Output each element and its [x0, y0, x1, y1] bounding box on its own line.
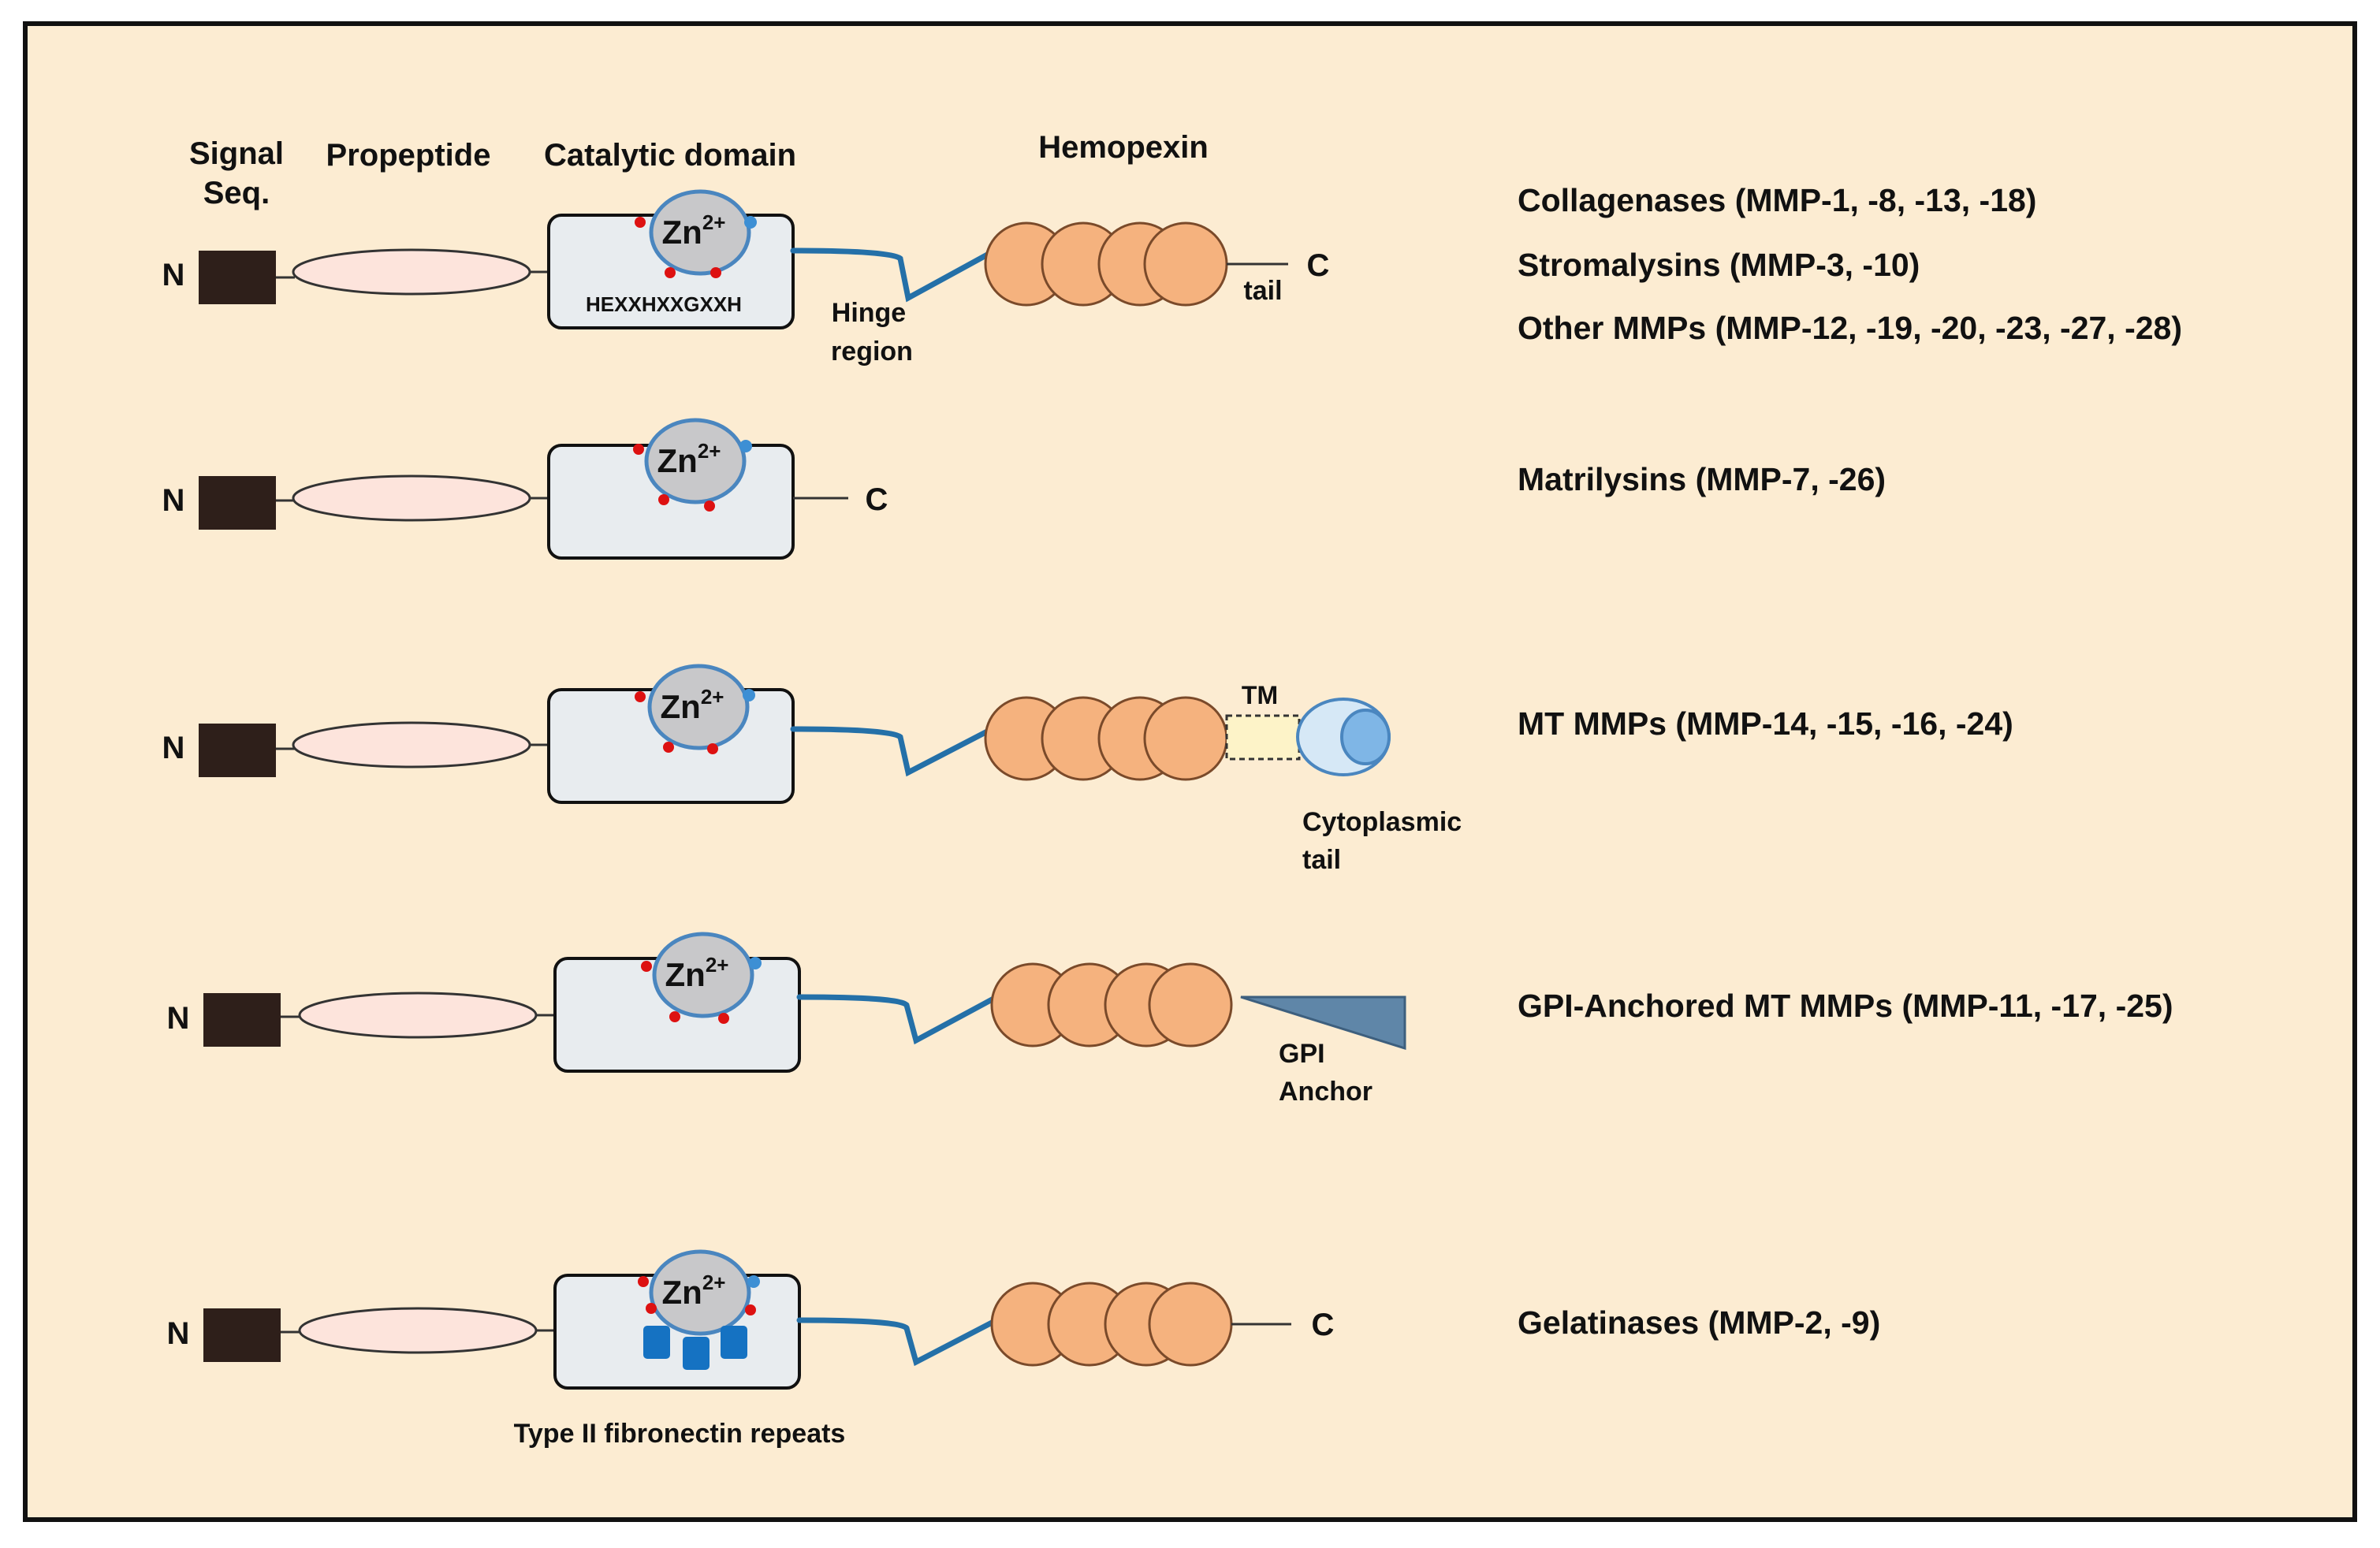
header-signal-seq-2: Seq.: [203, 176, 270, 210]
residue-red: [638, 1276, 649, 1287]
signal-block: [199, 476, 276, 530]
gpi-anchor-label-2: Anchor: [1279, 1077, 1373, 1107]
residue-blue: [744, 216, 757, 229]
residue-red: [646, 1303, 657, 1314]
residue-blue: [739, 440, 752, 452]
c-terminus: C: [1312, 1308, 1335, 1342]
svg-text:Zn2+: Zn2+: [662, 1271, 726, 1311]
n-terminus: N: [167, 1001, 190, 1036]
zinc-ion: Zn2+: [654, 934, 752, 1016]
cytoplasmic-tail-label: Cytoplasmic: [1302, 807, 1462, 837]
tm-label: TM: [1242, 681, 1278, 709]
family-mt-mmps: MT MMPs (MMP-14, -15, -16, -24): [1518, 705, 2013, 742]
hinge-label-2: region: [831, 337, 913, 367]
propeptide-domain: [298, 1307, 538, 1354]
row-gelatinases: N Zn2+ Type II fibronectin repeats C: [167, 1252, 1335, 1449]
residue-blue: [743, 689, 755, 701]
row-mt-mmps: N Zn2+ TM Cytoplasmic tail: [162, 666, 1462, 875]
hinge-region: [796, 1317, 1000, 1367]
hinge-label: Hinge: [832, 298, 906, 328]
residue-red: [633, 444, 644, 455]
zinc-ion: Zn2+: [651, 1252, 749, 1334]
hinge-region: [796, 994, 1000, 1045]
residue-blue: [747, 1275, 760, 1288]
family-other-mmps: Other MMPs (MMP-12, -19, -20, -23, -27, …: [1518, 310, 2182, 346]
signal-block: [199, 251, 276, 304]
zinc-ion: Zn2+: [651, 192, 749, 274]
residue-red: [718, 1013, 729, 1024]
header-signal-seq: Signal: [189, 136, 284, 171]
propeptide-domain: [292, 721, 531, 768]
c-terminus: C: [1307, 248, 1330, 283]
n-terminus: N: [167, 1316, 190, 1351]
header-catalytic-domain: Catalytic domain: [544, 138, 796, 173]
hinge-region: [790, 247, 995, 303]
header-propeptide: Propeptide: [326, 138, 491, 173]
residue-red: [663, 742, 674, 753]
svg-text:Zn2+: Zn2+: [662, 210, 726, 251]
svg-text:Zn2+: Zn2+: [661, 685, 724, 725]
tail-label: tail: [1243, 276, 1282, 306]
zinc-ion: Zn2+: [646, 420, 744, 502]
n-terminus: N: [162, 731, 185, 765]
signal-block: [203, 1308, 281, 1362]
hemopexin-domain: [990, 1282, 1233, 1367]
svg-text:Zn2+: Zn2+: [657, 439, 721, 479]
residue-red: [635, 217, 646, 228]
motif-label: HEXXHXXGXXH: [586, 292, 742, 316]
fibronectin-label: Type II fibronectin repeats: [514, 1419, 846, 1449]
n-terminus: N: [162, 258, 185, 292]
row-matrilysins: N Zn2+ C: [162, 420, 888, 560]
hemopexin-domain: [984, 221, 1228, 307]
residue-red: [745, 1304, 756, 1315]
cytoplasmic-tail-label-2: tail: [1302, 845, 1341, 875]
propeptide-domain: [298, 992, 538, 1039]
family-matrilysins: Matrilysins (MMP-7, -26): [1518, 461, 1886, 497]
gpi-anchor-label: GPI: [1279, 1039, 1325, 1069]
residue-red: [635, 691, 646, 702]
row-gpi-anchored: N Zn2+ GPI Anchor: [167, 934, 1406, 1107]
hemopexin-domain: [990, 962, 1233, 1048]
n-terminus: N: [162, 483, 185, 518]
family-stromalysins: Stromalysins (MMP-3, -10): [1518, 247, 1920, 283]
residue-blue: [749, 957, 762, 969]
gpi-anchor: [1240, 995, 1406, 1051]
transmembrane-domain: [1225, 714, 1301, 761]
c-terminus: C: [866, 482, 888, 517]
residue-red: [665, 267, 676, 278]
propeptide-domain: [292, 248, 531, 296]
residue-red: [669, 1011, 680, 1022]
header-hemopexin: Hemopexin: [1038, 130, 1209, 165]
residue-red: [707, 743, 718, 754]
zinc-ion: Zn2+: [650, 666, 747, 748]
residue-red: [641, 961, 652, 972]
cytoplasmic-tail: [1296, 698, 1391, 776]
family-gelatinases: Gelatinases (MMP-2, -9): [1518, 1304, 1880, 1341]
family-collagenases: Collagenases (MMP-1, -8, -13, -18): [1518, 182, 2036, 218]
signal-block: [199, 724, 276, 777]
family-gpi-anchored: GPI-Anchored MT MMPs (MMP-11, -17, -25): [1518, 988, 2173, 1024]
row-collagenases: N HEXXHXXGXXH Zn2+ Hinge region tail C: [162, 192, 1330, 367]
residue-red: [658, 494, 669, 505]
residue-red: [710, 267, 721, 278]
residue-red: [704, 500, 715, 512]
signal-block: [203, 993, 281, 1047]
fibronectin-repeats: [643, 1326, 747, 1370]
hemopexin-domain: [984, 696, 1228, 781]
svg-text:Zn2+: Zn2+: [665, 953, 729, 993]
propeptide-domain: [292, 474, 531, 522]
hinge-region: [790, 726, 995, 777]
